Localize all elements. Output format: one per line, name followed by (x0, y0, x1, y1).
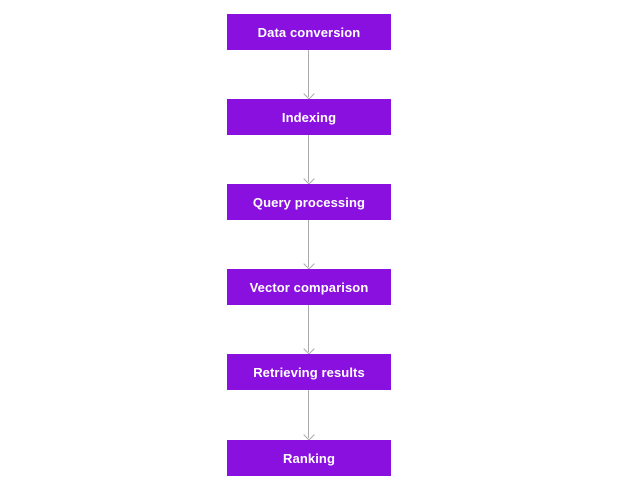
node-label: Indexing (281, 109, 337, 125)
flowchart-node-indexing: Indexing (227, 99, 391, 135)
arrow-down-icon (303, 258, 315, 270)
arrow-down-icon (303, 173, 315, 185)
node-label: Ranking (283, 450, 335, 466)
arrow-line (308, 220, 309, 267)
arrow-down-icon (303, 88, 315, 100)
flowchart-node-ranking: Ranking (227, 440, 391, 476)
arrow-line (308, 135, 309, 182)
arrow-line (308, 305, 309, 352)
node-label: Vector comparison (249, 279, 369, 295)
node-label: Data conversion (257, 24, 361, 40)
flowchart-node-data-conversion: Data conversion (227, 14, 391, 50)
arrow-line (308, 50, 309, 97)
flowchart-node-query-processing: Query processing (227, 184, 391, 220)
flowchart-node-vector-comparison: Vector comparison (227, 269, 391, 305)
arrow-down-icon (303, 343, 315, 355)
arrow-down-icon (303, 429, 315, 441)
node-label: Query processing (252, 194, 366, 210)
arrow-line (308, 390, 309, 438)
flowchart-node-retrieving-results: Retrieving results (227, 354, 391, 390)
node-label: Retrieving results (253, 364, 365, 380)
